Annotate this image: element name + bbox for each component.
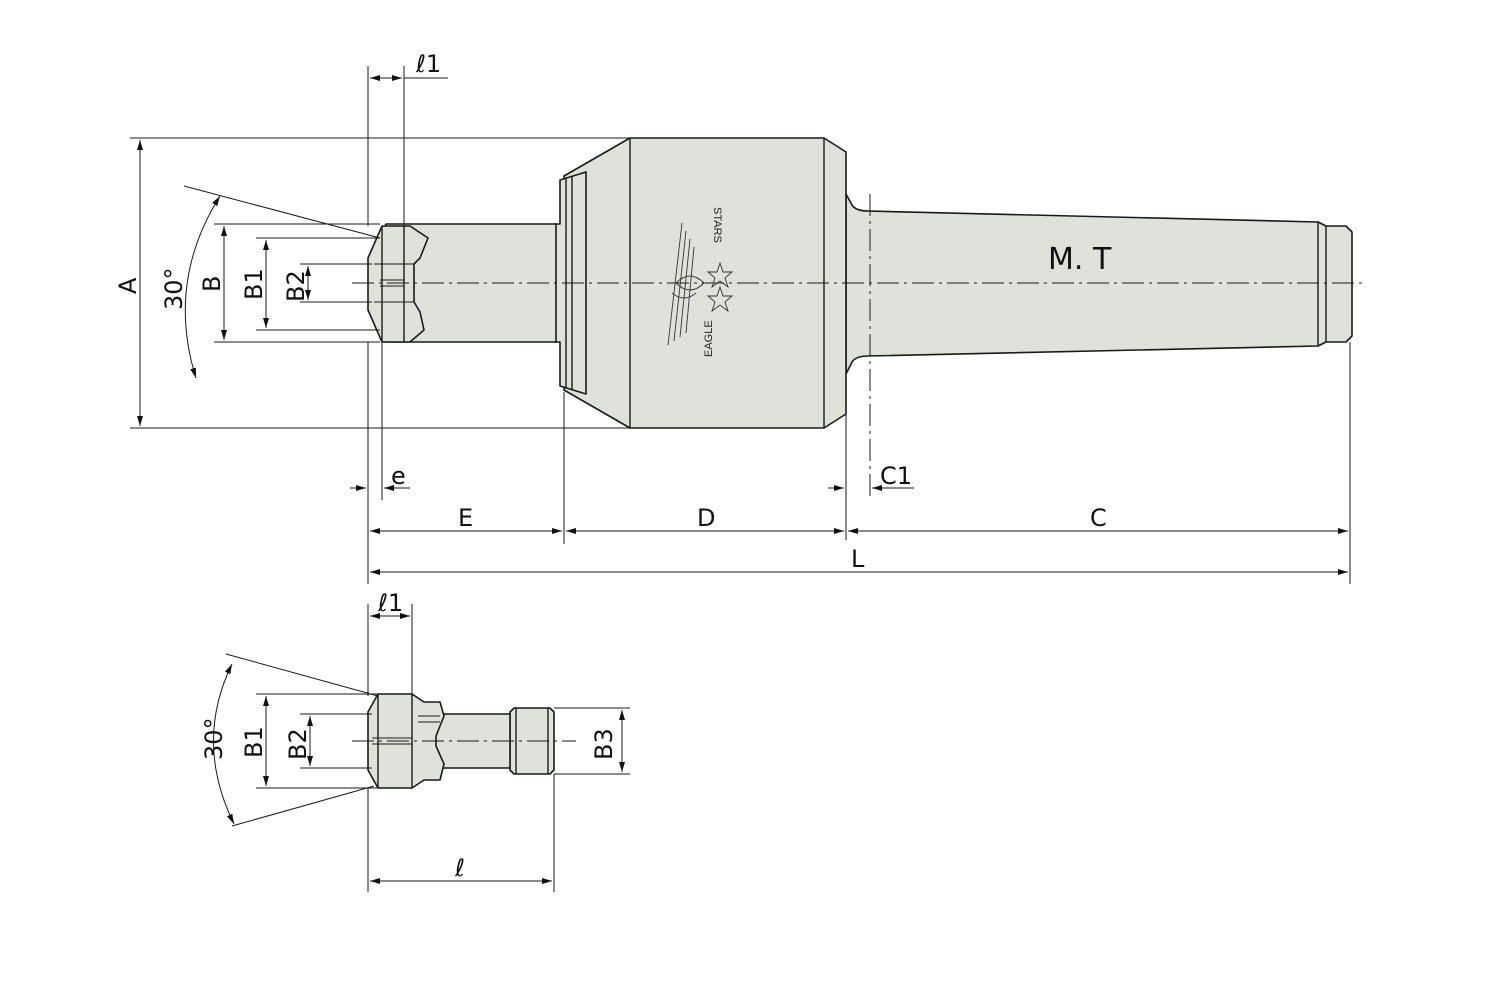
label-c1: C1 [880, 462, 912, 490]
logo-text-stars: STARS [711, 207, 723, 243]
label-b: B [198, 276, 226, 292]
label-a: A [114, 277, 142, 294]
dimension-e-d-c: E D C [370, 342, 1351, 584]
dimension-angle: 30° [160, 185, 381, 379]
collet-detail-view: ℓ1 30° B1 B2 B3 [200, 589, 630, 892]
label-l: L [851, 545, 865, 573]
detail-dimension-b1: B1 [240, 693, 380, 789]
label-angle: 30° [160, 267, 188, 310]
detail-dimension-angle: 30° [200, 653, 379, 827]
dimension-b: B [198, 223, 380, 343]
detail-label-b2: B2 [284, 728, 312, 760]
detail-label-b1: B1 [240, 726, 268, 758]
star-icon [706, 261, 734, 289]
dimension-e: e [350, 342, 410, 532]
label-e: e [391, 462, 406, 490]
taper-shank [845, 193, 1353, 375]
label-e-upper: E [458, 504, 473, 532]
dimension-a: A [114, 137, 632, 429]
label-b1: B1 [240, 268, 268, 300]
detail-label-l: ℓ [454, 854, 465, 882]
detail-label-l1: ℓ1 [377, 589, 403, 617]
label-c: C [1090, 504, 1107, 532]
detail-dimension-b2: B2 [284, 713, 372, 769]
live-center-main-view: STARS EAGLE M. T A 30° B [114, 50, 1362, 584]
dimension-l: L [367, 532, 1348, 584]
detail-label-b3: B3 [590, 728, 618, 760]
dimension-b2: B2 [282, 263, 372, 303]
detail-label-angle: 30° [200, 717, 228, 760]
label-l1: ℓ1 [415, 50, 441, 78]
eagle-stars-logo: STARS EAGLE [667, 207, 734, 357]
detail-dimension-b3: B3 [554, 707, 630, 775]
logo-text-eagle: EAGLE [703, 320, 715, 357]
label-d: D [697, 504, 715, 532]
dimension-l1: ℓ1 [367, 50, 448, 226]
star-icon [706, 285, 734, 313]
dimension-b1: B1 [240, 237, 380, 331]
label-b2: B2 [282, 270, 310, 302]
dimension-c1: C1 [828, 194, 914, 540]
detail-dimension-l: ℓ [367, 774, 555, 892]
detail-dimension-l1: ℓ1 [367, 589, 413, 696]
morse-taper-label: M. T [1048, 242, 1112, 277]
